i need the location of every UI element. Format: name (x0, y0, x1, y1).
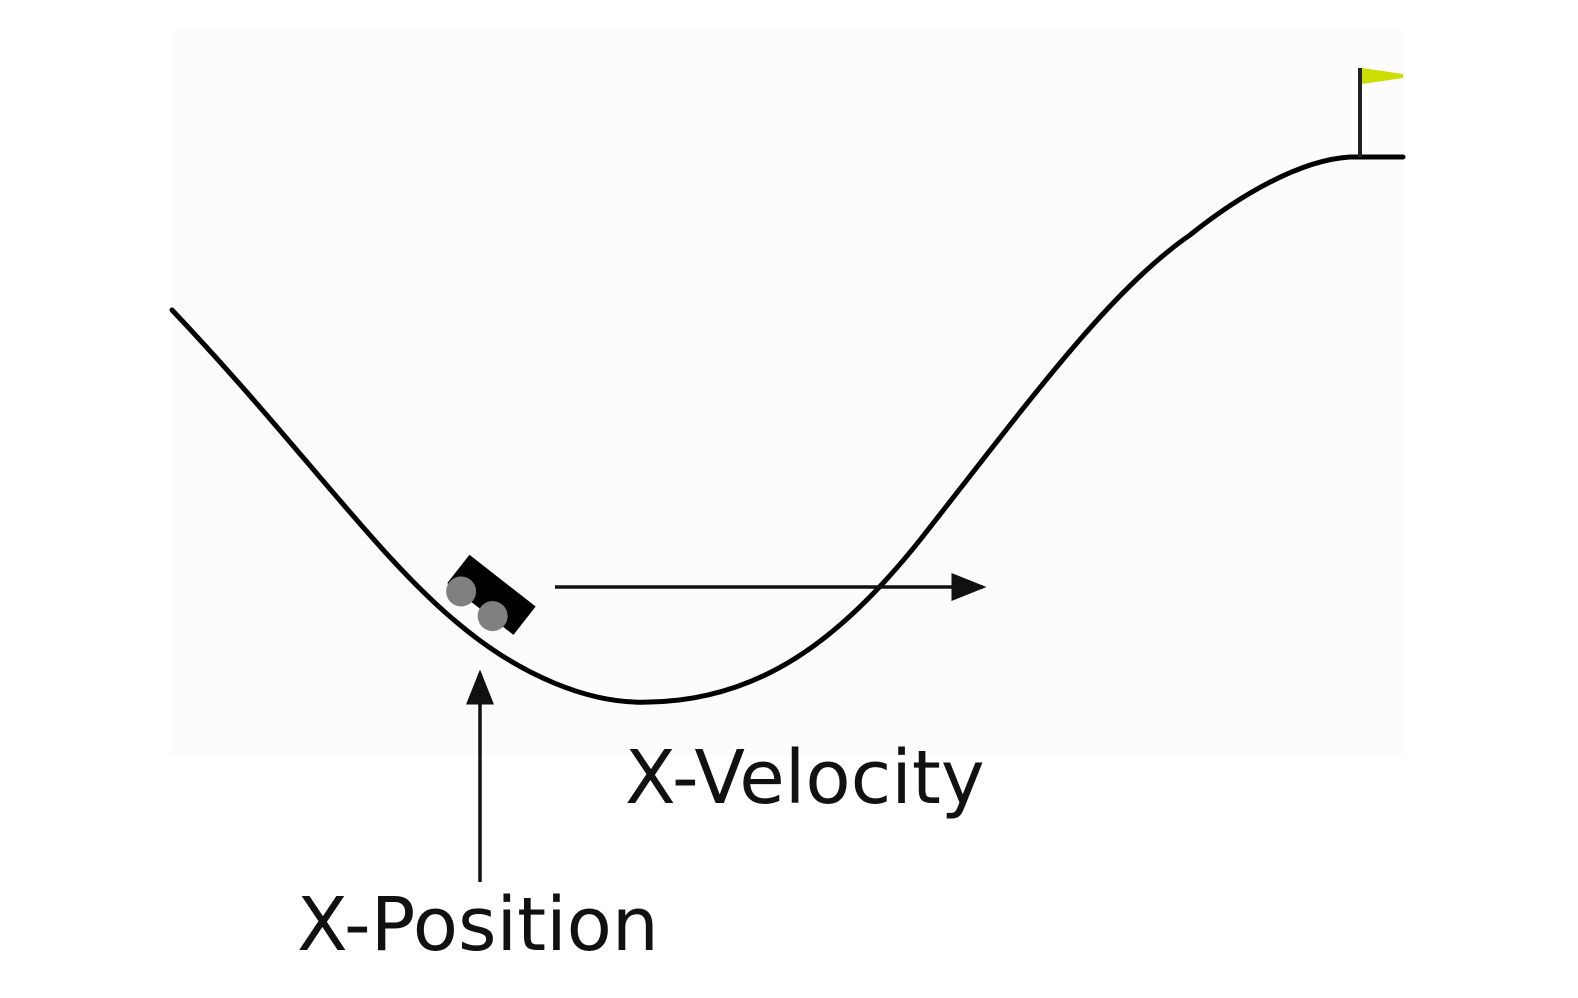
car-wheel-front (477, 601, 508, 632)
goal-flag-icon (1358, 68, 1403, 157)
position-label: X-Position (297, 882, 659, 968)
car-icon (446, 554, 536, 635)
velocity-label: X-Velocity (625, 735, 985, 821)
car-body (447, 554, 536, 635)
flag (1362, 68, 1403, 84)
car-wheel-rear (446, 576, 477, 607)
mountain-curve (169, 154, 1406, 705)
environment-panel (170, 30, 1405, 755)
